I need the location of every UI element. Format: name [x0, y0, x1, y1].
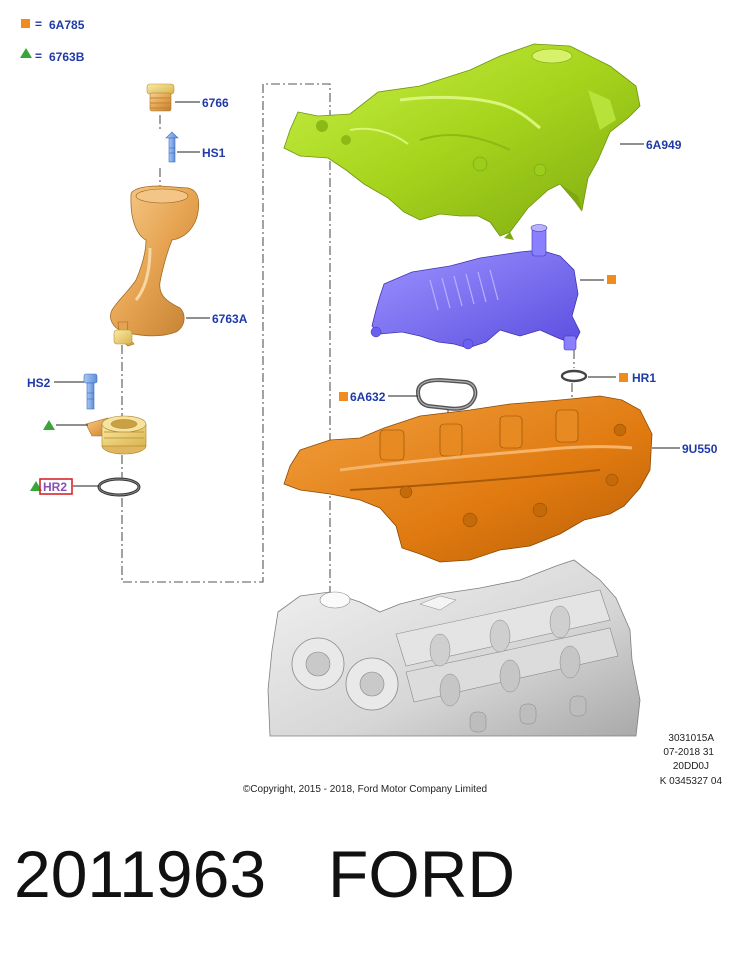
orange-square-icon: [339, 392, 348, 401]
legend-code: 6763B: [49, 50, 85, 64]
legend-equals: =: [35, 49, 42, 63]
camshaft-carrier: [283, 395, 653, 563]
engine-cover: [283, 43, 641, 240]
cylinder-head: [267, 559, 641, 737]
callout-hs2: HS2: [27, 376, 51, 390]
legend-equals: =: [35, 17, 42, 31]
bolt-hs1: [165, 131, 179, 163]
callout-hs1: HS1: [202, 146, 226, 160]
callout-hr2: HR2: [43, 480, 67, 494]
callout-6766: 6766: [202, 96, 229, 110]
oil-filler-tube: [110, 185, 200, 347]
oil-separator: [370, 224, 581, 351]
callout-6763a: 6763A: [212, 312, 248, 326]
callout-hr1: HR1: [632, 371, 656, 385]
illustration-code: 3031015A: [668, 733, 714, 744]
legend-code: 6A785: [49, 18, 85, 32]
legend-square-entry: = 6A785: [21, 17, 85, 32]
green-triangle-icon: [20, 48, 32, 58]
callout-6a632: 6A632: [350, 390, 386, 404]
oil-filler-neck: [85, 415, 147, 455]
part-number: 2011963: [14, 837, 267, 911]
green-triangle-icon: [30, 481, 42, 491]
gasket-6a632: [415, 377, 478, 411]
illustration-ref: K 0345327 04: [660, 776, 723, 787]
legend: = 6A785 = 6763B: [20, 17, 85, 64]
legend-triangle-entry: = 6763B: [20, 48, 85, 64]
hr2-highlight-box: [39, 478, 73, 495]
illustration-engine-code: 20DD0J: [673, 761, 709, 772]
bolt-hs2: [83, 373, 98, 410]
orange-square-icon: [607, 275, 616, 284]
caption: 2011963 FORD: [14, 836, 515, 912]
illustration-date: 07-2018 31: [663, 747, 714, 758]
copyright-notice: ©Copyright, 2015 - 2018, Ford Motor Comp…: [243, 784, 487, 795]
oil-filler-cap: [146, 83, 175, 112]
orange-square-icon: [619, 373, 628, 382]
callout-9u550: 9U550: [682, 442, 718, 456]
callout-6a949: 6A949: [646, 138, 682, 152]
brand-name: FORD: [328, 837, 516, 911]
orange-square-icon: [21, 19, 30, 28]
seal-hr1: [560, 369, 588, 383]
green-triangle-icon: [43, 420, 55, 430]
